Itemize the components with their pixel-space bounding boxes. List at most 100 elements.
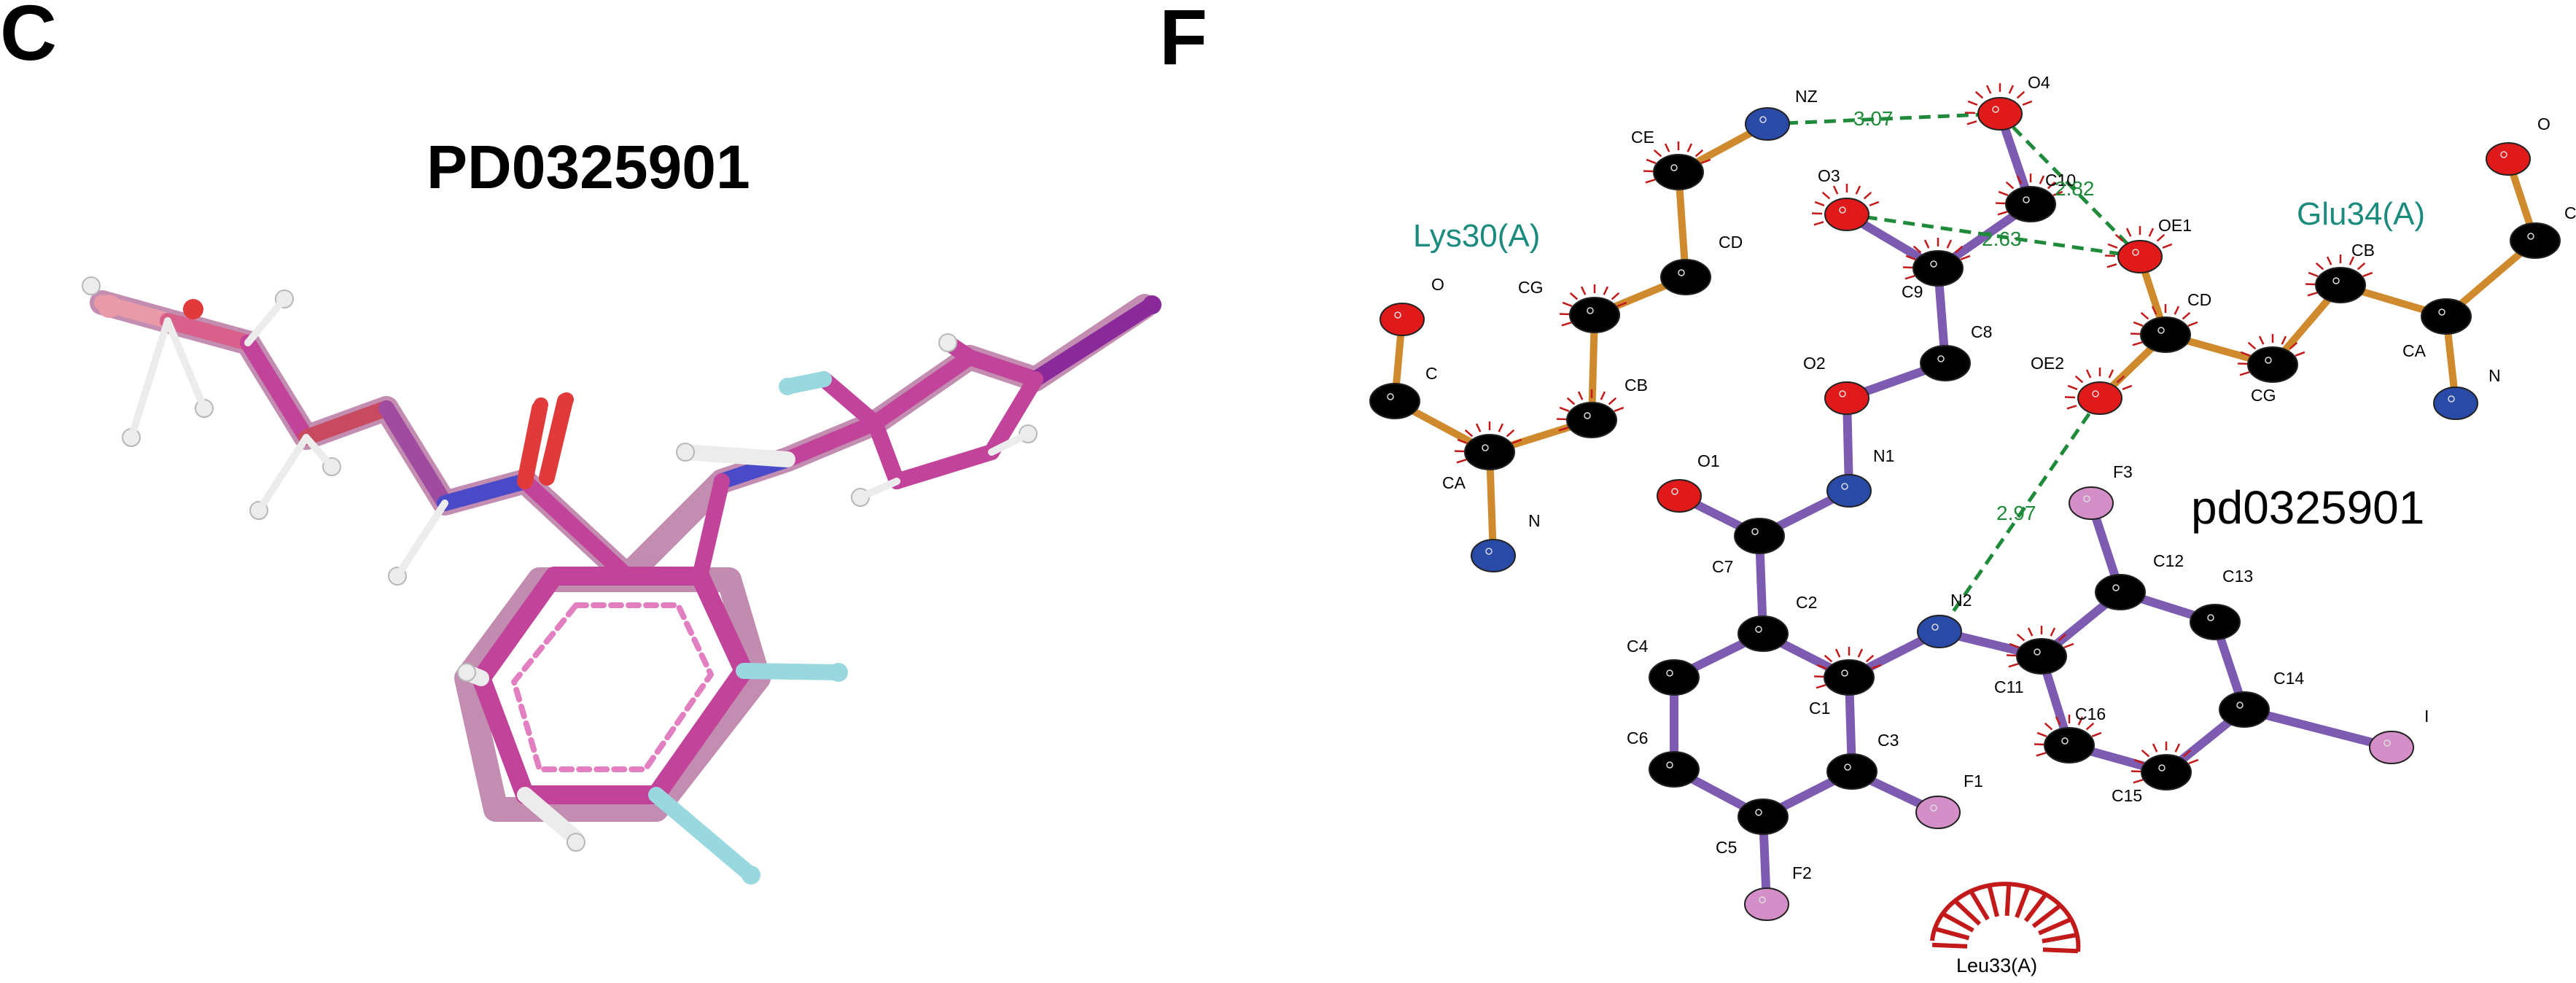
- atom-carbon: [1369, 383, 1420, 419]
- atom-halogen: [1915, 796, 1961, 829]
- atom-carbon: [1912, 250, 1964, 287]
- hydrophobic-spoke: [2042, 933, 2077, 944]
- stick-bond-hydrogen: [394, 500, 448, 580]
- hydrophobic-lash: [2362, 271, 2373, 277]
- hydrophobic-spoke: [1942, 912, 1974, 933]
- atom-hydrogen: [567, 833, 585, 852]
- atom-label: O3: [1818, 166, 1840, 185]
- atom-carbon: [2510, 222, 2561, 259]
- hydrophobic-lash: [1511, 438, 1522, 444]
- hydrophobic-spoke: [1988, 887, 1999, 917]
- stick-bond-fluorine: [736, 663, 847, 680]
- atom-carbon: [1660, 259, 1711, 295]
- atom-oxygen: [2077, 381, 2122, 415]
- residue-label-glu34: Glu34(A): [2297, 196, 2425, 232]
- atom-carbon: [1569, 297, 1620, 333]
- hbond-line: [1999, 112, 2141, 258]
- stick-bond: [867, 415, 905, 489]
- atom-carbon: [2044, 727, 2095, 764]
- atom-highlight: [1671, 488, 1678, 495]
- atom-carbon: [1653, 154, 1704, 190]
- hydrophobic-lash: [2047, 181, 2056, 190]
- atom-carbon: [2140, 316, 2191, 353]
- atom-carbon: [2095, 574, 2146, 610]
- hydrophobic-lash: [1824, 654, 1833, 663]
- atom-highlight: [1387, 393, 1394, 400]
- hydrophobic-lash: [1664, 143, 1670, 152]
- atom-oxygen: [1824, 381, 1869, 415]
- atom-oxygen: [98, 295, 121, 318]
- atoms: [1369, 97, 2561, 921]
- hydrophobic-lash: [2114, 233, 2124, 242]
- atom-hydrogen: [82, 276, 101, 295]
- atom-carbon: [1738, 799, 1789, 835]
- hydrophobic-lash: [1863, 191, 1872, 200]
- hydrogen-bonds: [1767, 112, 2141, 633]
- hydrophobic-lash: [1954, 245, 1964, 254]
- atom-carbon: [1649, 659, 1700, 696]
- atom-highlight: [1759, 116, 1767, 123]
- hydrophobic-lash: [2133, 758, 2144, 764]
- atom-oxygen: [183, 299, 203, 319]
- hydrophobic-lash: [2133, 321, 2144, 327]
- hydrophobic-lash: [1871, 664, 1882, 669]
- hydrophobic-lash: [1966, 120, 1977, 125]
- hydrophobic-lash: [2133, 779, 2144, 784]
- atom-label: C11: [1994, 677, 2024, 696]
- hydrophobic-lash: [1457, 438, 1468, 444]
- stick-bond-hydrogen: [255, 434, 310, 514]
- hydrophobic-lash: [1653, 149, 1662, 158]
- hydrophobic-lash: [2074, 375, 2084, 384]
- hydrophobic-lash: [1946, 239, 1953, 249]
- atom-nitrogen: [1917, 615, 1962, 648]
- hydrophobic-lash: [1558, 427, 1569, 432]
- atom-label: OE2: [2031, 354, 2064, 373]
- atom-label: CG: [1518, 278, 1544, 297]
- atom-highlight: [1930, 260, 1937, 268]
- atom-highlight: [1930, 804, 1937, 812]
- hbond-distance-oe2-n2: 2.97: [1996, 502, 2036, 524]
- atom-iodine: [1143, 295, 1161, 314]
- hydrophobic-lash: [2063, 642, 2074, 648]
- atom-labels: OCCANCBCGCDCENZO4C10O3C9C8O2N1O1C7C2C4C1…: [1425, 73, 2576, 882]
- hydrophobic-lash: [2085, 722, 2095, 731]
- hydrophobic-lash: [2008, 85, 2015, 94]
- hydrophobic-lash: [2151, 306, 2157, 315]
- hydrophobic-lash: [1611, 292, 1620, 300]
- hydrophobic-lash: [1577, 391, 1584, 400]
- atom-label: CE: [1631, 128, 1654, 147]
- atom-highlight: [2332, 277, 2340, 284]
- atom-highlight: [2023, 196, 2030, 203]
- hbond-distance-o4-oe1: 2.82: [2055, 177, 2095, 200]
- hydrophobic-lash: [2295, 351, 2305, 357]
- atom-label: C8: [1971, 322, 1992, 341]
- stick-bond: [517, 400, 548, 489]
- atom-label: OE1: [2158, 216, 2192, 235]
- atom-halogen: [1744, 887, 1789, 921]
- hydrophobic-lash: [1464, 429, 1474, 438]
- hydrophobic-lash: [2107, 243, 2118, 249]
- hydrophobic-lash: [2116, 375, 2125, 384]
- atom-highlight: [1759, 896, 1766, 904]
- hydrophobic-lash: [1821, 191, 1831, 200]
- atom-halogen: [2369, 731, 2414, 764]
- atom-oxygen: [534, 397, 548, 412]
- panel-letter-c: C: [0, 0, 57, 77]
- stick-bond-hydrogen: [517, 787, 584, 847]
- stick-bond-hydrogen: [857, 478, 900, 501]
- atom-highlight: [2207, 614, 2214, 621]
- atom-label: O: [1431, 275, 1444, 294]
- hydrophobic-lash: [2187, 321, 2198, 327]
- atom-highlight: [1482, 444, 1489, 451]
- atom-label: C4: [1627, 637, 1649, 656]
- atom-label: C12: [2153, 551, 2184, 570]
- hydrophobic-lash: [2182, 749, 2192, 758]
- hydrophobic-lash: [2182, 311, 2191, 320]
- stick-bond: [437, 473, 533, 511]
- hydrophobic-lash: [1700, 158, 1711, 164]
- hydrophobic-lash: [1834, 648, 1841, 658]
- atom-highlight: [1992, 106, 1999, 113]
- atom-label: F1: [1964, 772, 1983, 790]
- hydrophobic-lash: [1985, 85, 1992, 94]
- hydrophobic-spoke: [2042, 947, 2079, 954]
